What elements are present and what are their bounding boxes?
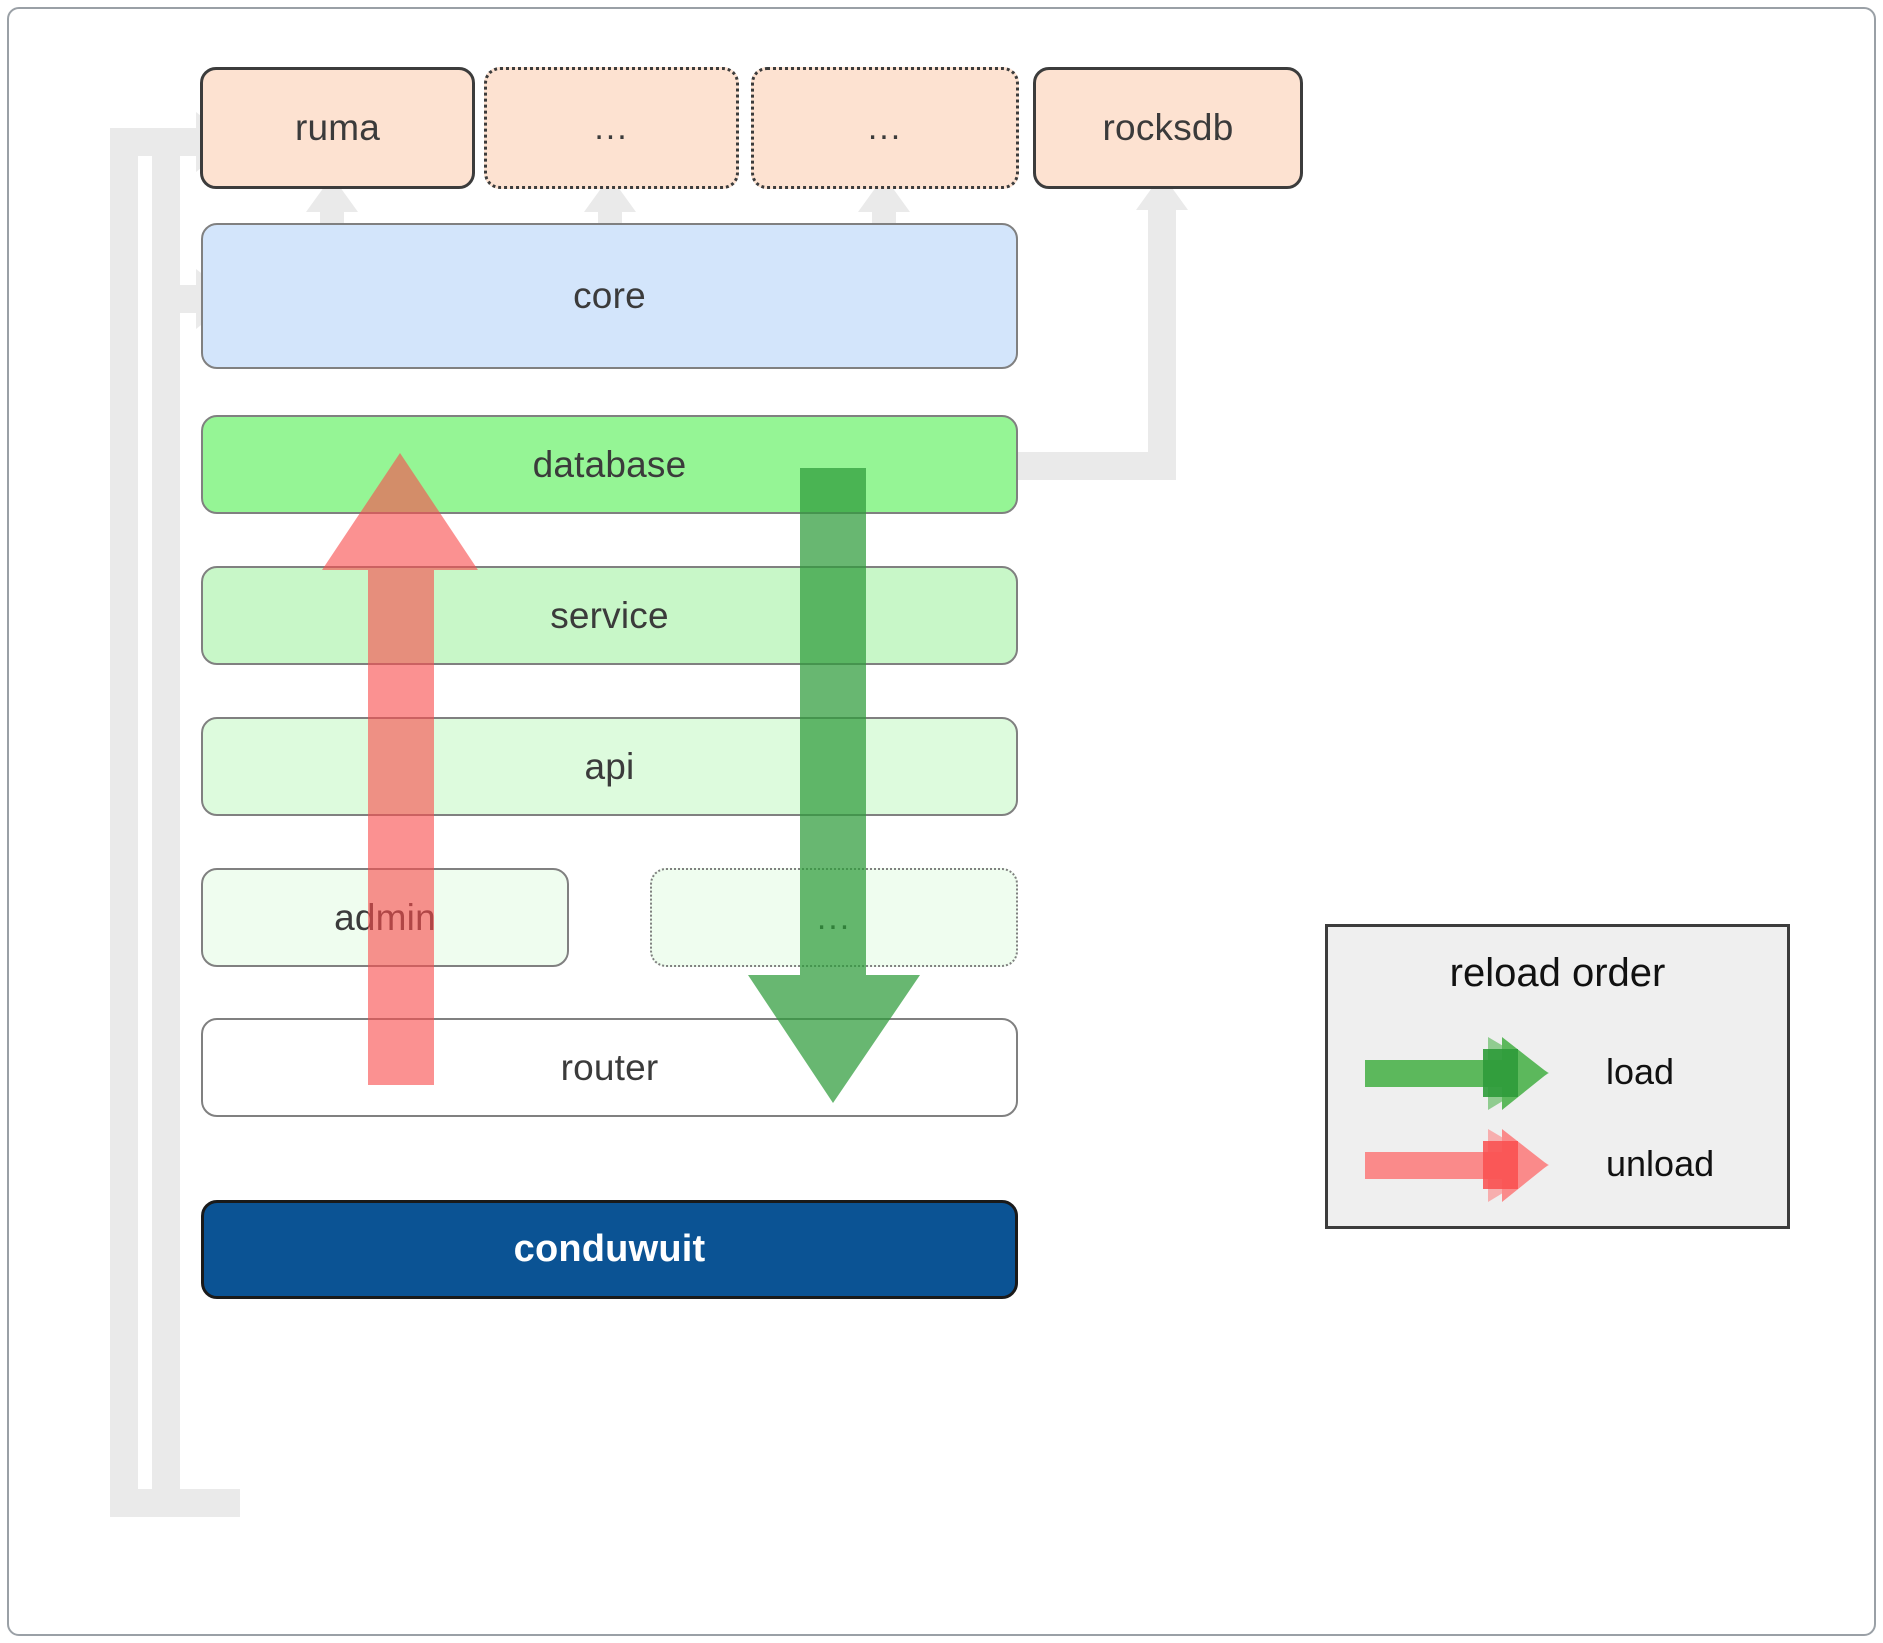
layer-box-database[interactable]: database [201,415,1018,514]
dep-label-ruma: ruma [294,107,381,148]
connector-database-to-rocksdb-vertical [1148,205,1176,480]
app-label-conduwuit: conduwuit [513,1228,706,1270]
legend-unload-arrow-icon [1365,1129,1549,1202]
layer-box-api[interactable]: api [201,717,1018,816]
layer-label-router: router [560,1046,659,1088]
layer-box-router[interactable]: router [201,1018,1018,1117]
layer-label-api: api [584,745,635,787]
layer-label-database: database [532,443,687,485]
layer-box-ellipsis[interactable]: ... [650,868,1018,967]
connector-inner-spine-vertical [152,156,180,1489]
dep-label-rocksdb: rocksdb [1102,107,1234,148]
legend-label-load: load [1606,1051,1675,1092]
legend-title: reload order [1449,951,1666,995]
legend-load-arrow-icon [1365,1037,1549,1110]
layer-box-admin[interactable]: admin [201,868,569,967]
dep-box-ruma[interactable]: ruma [200,67,475,189]
legend-panel: reload order load unload [1325,924,1790,1229]
dep-box-ellipsis-2[interactable]: ... [751,67,1019,189]
layer-box-core[interactable]: core [201,223,1018,369]
app-box-conduwuit[interactable]: conduwuit [201,1200,1018,1299]
dep-box-ellipsis-1[interactable]: ... [484,67,739,189]
legend-label-unload: unload [1606,1143,1715,1184]
layer-box-service[interactable]: service [201,566,1018,665]
layer-label-core: core [573,275,646,316]
connector-left-spine-vertical [110,128,138,1517]
layer-label-service: service [550,594,669,636]
layer-label-admin: admin [334,896,436,938]
dep-box-rocksdb[interactable]: rocksdb [1033,67,1303,189]
legend-arrows-svg [1365,1037,1549,1202]
